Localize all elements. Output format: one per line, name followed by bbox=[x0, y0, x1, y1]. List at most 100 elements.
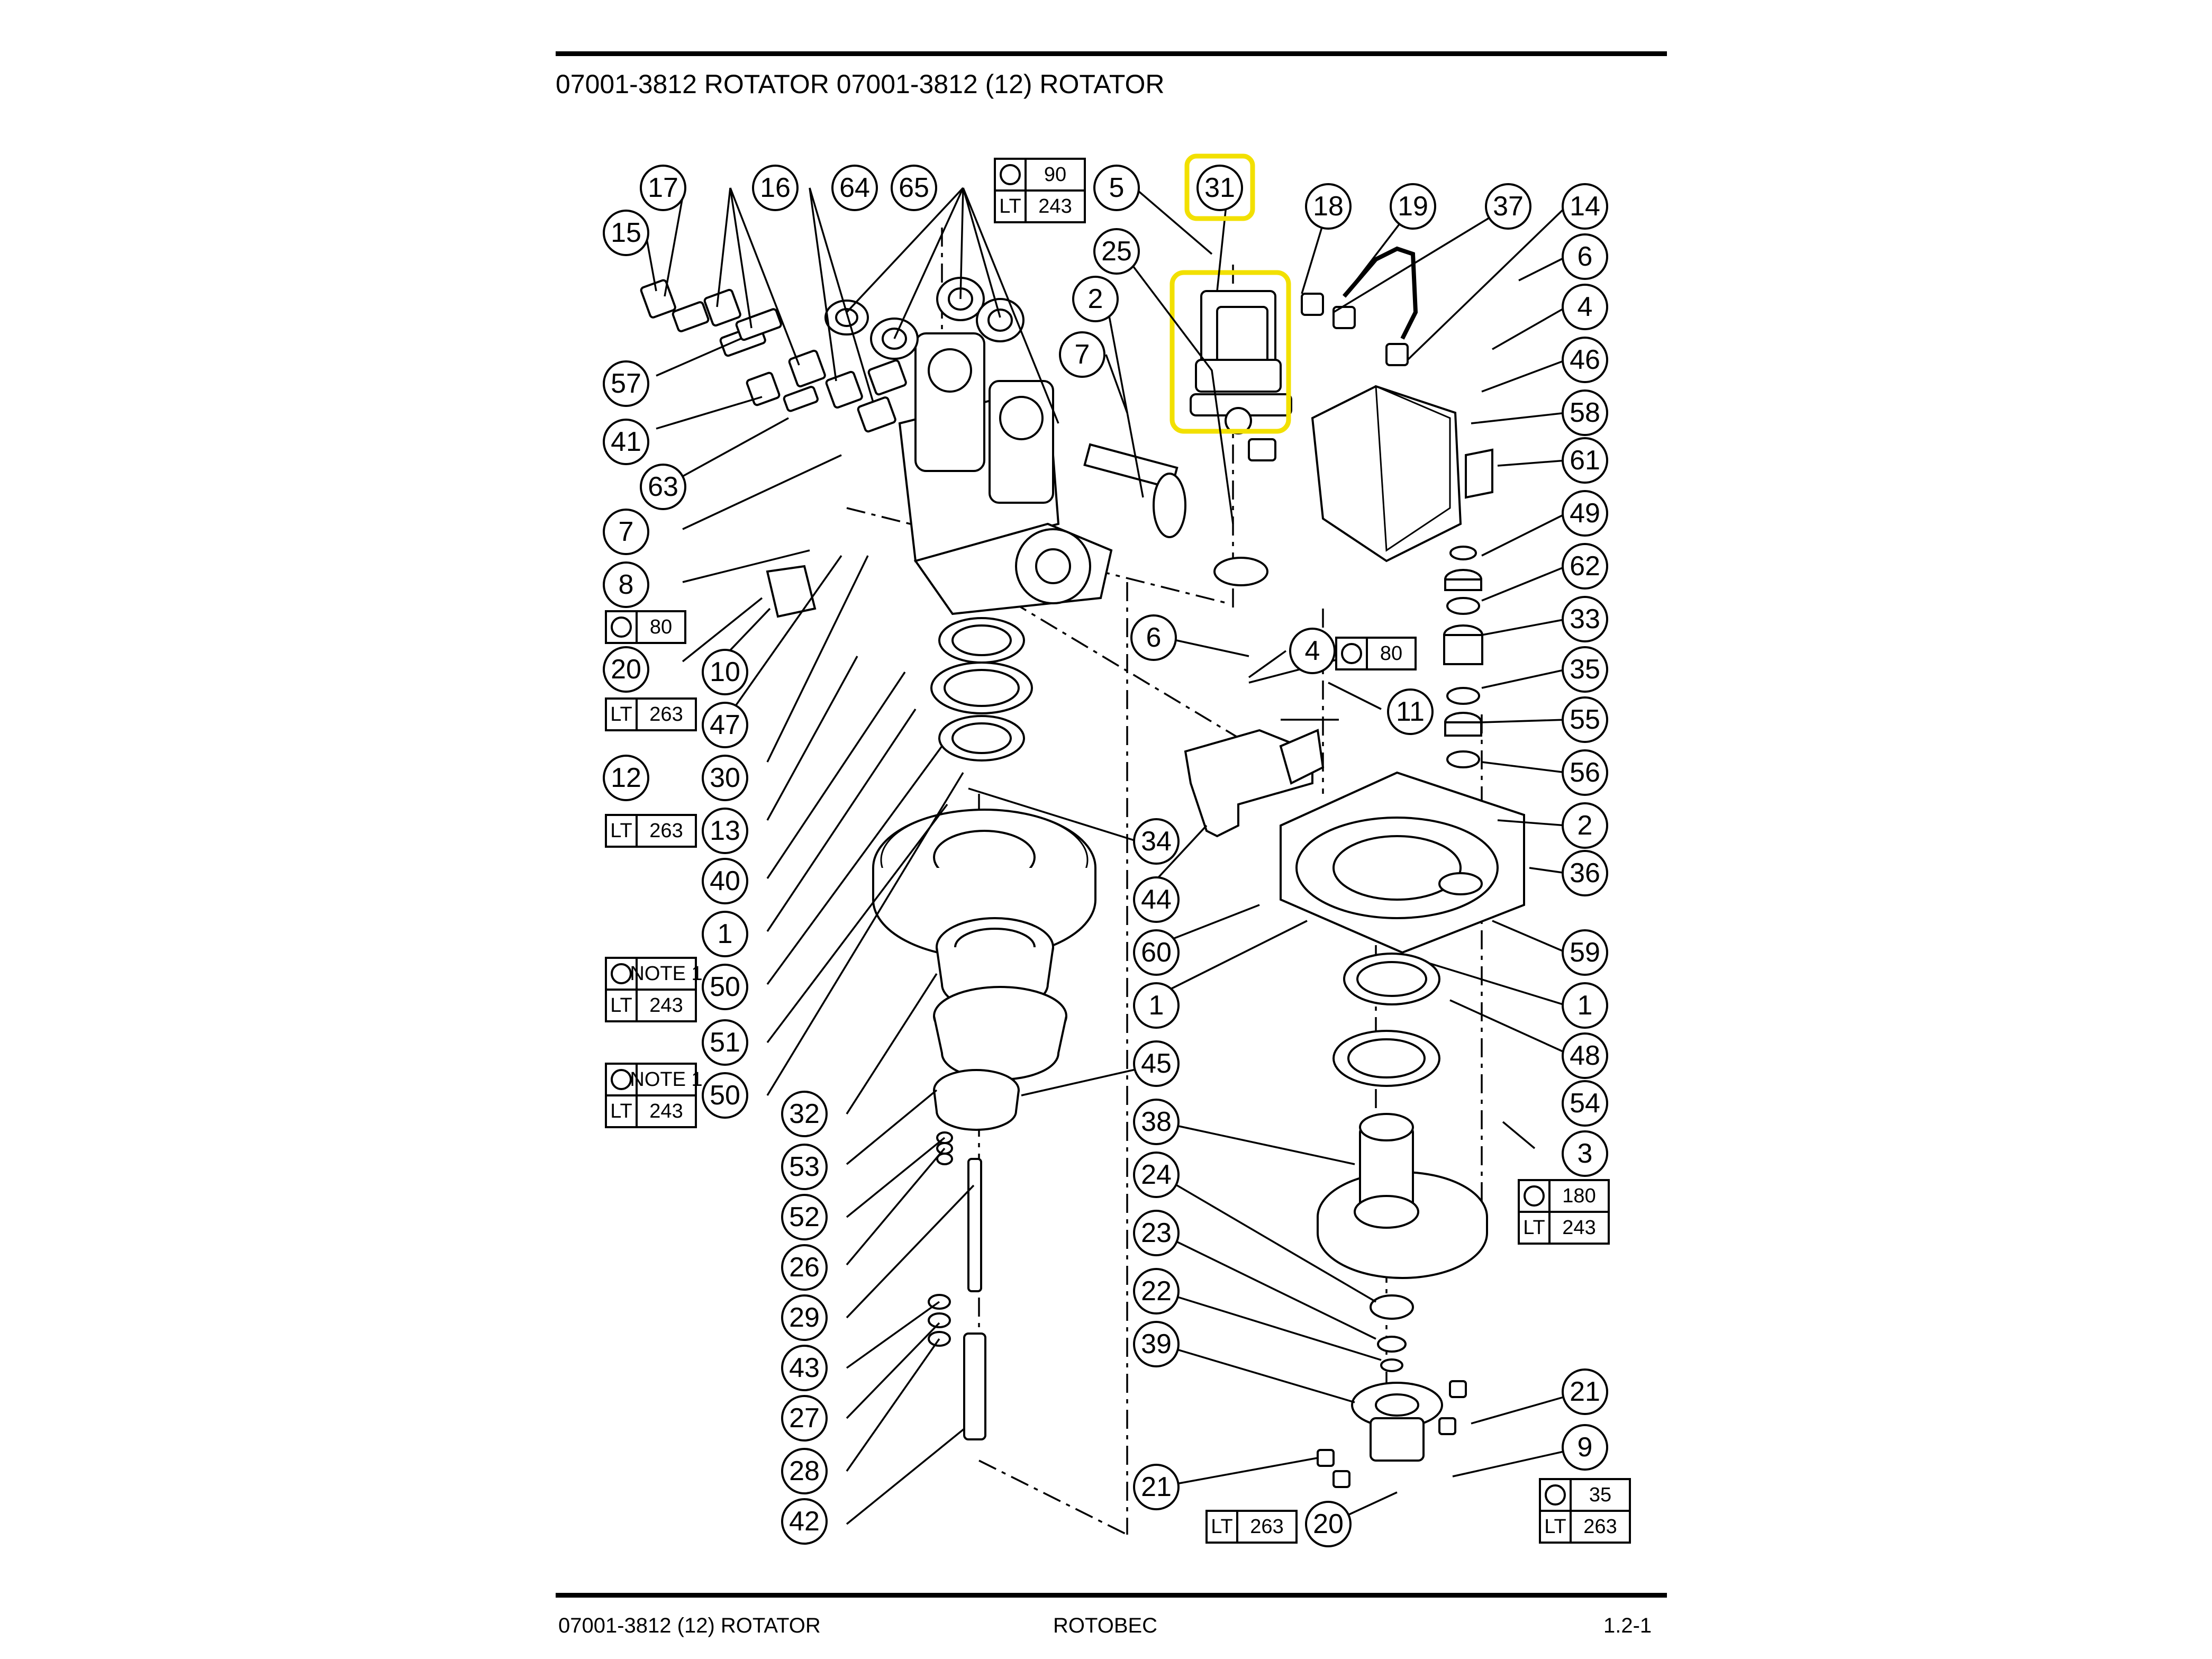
callout-label: 52 bbox=[789, 1202, 820, 1232]
pinion-stack bbox=[1443, 546, 1483, 768]
cover-plate bbox=[766, 565, 817, 618]
callout-label: 64 bbox=[839, 173, 870, 203]
callout-label: 30 bbox=[710, 763, 740, 793]
callout-7: 7 bbox=[1059, 331, 1105, 378]
callout-circle bbox=[781, 1244, 828, 1291]
callout-circle bbox=[781, 1091, 828, 1137]
callout-circle bbox=[603, 419, 649, 465]
callout-circle bbox=[1562, 337, 1608, 383]
torque-value: NOTE 1 bbox=[630, 963, 702, 985]
callout-label: 51 bbox=[710, 1027, 740, 1058]
callout-26: 26 bbox=[781, 1244, 828, 1291]
callout-circle bbox=[1562, 646, 1608, 693]
callout-15: 15 bbox=[603, 210, 649, 256]
loctite-label: LT bbox=[610, 1100, 632, 1122]
callout-circle bbox=[1133, 818, 1180, 865]
motor-highlight-box bbox=[1170, 270, 1291, 434]
callout-label: 47 bbox=[710, 710, 740, 740]
callout-circle bbox=[702, 755, 748, 801]
callout-circle bbox=[1133, 929, 1180, 976]
callout-label: 44 bbox=[1141, 884, 1172, 915]
callout-4: 4 bbox=[1562, 284, 1608, 330]
callout-circle bbox=[1485, 183, 1531, 230]
callout-30: 30 bbox=[702, 755, 748, 801]
callout-label: 7 bbox=[619, 516, 634, 547]
callout-circle bbox=[781, 1194, 828, 1240]
tapered-bearing bbox=[933, 917, 1067, 1131]
callout-label: 3 bbox=[1578, 1138, 1593, 1169]
callout-label: 21 bbox=[1570, 1376, 1600, 1407]
callout-circle bbox=[781, 1345, 828, 1391]
loctite-grade: 243 bbox=[1562, 1217, 1595, 1239]
callout-41: 41 bbox=[603, 419, 649, 465]
callout-1: 1 bbox=[1562, 982, 1608, 1029]
callout-label: 1 bbox=[1149, 990, 1164, 1021]
callout-circle bbox=[1390, 183, 1436, 230]
callout-circle bbox=[702, 649, 748, 695]
callout-circle bbox=[702, 964, 748, 1010]
callout-54: 54 bbox=[1562, 1080, 1608, 1127]
callout-43: 43 bbox=[781, 1345, 828, 1391]
callout-7: 7 bbox=[603, 509, 649, 555]
callout-48: 48 bbox=[1562, 1032, 1608, 1079]
callout-label: 21 bbox=[1141, 1472, 1172, 1502]
callout-label: 37 bbox=[1493, 191, 1524, 222]
callout-11: 11 bbox=[1387, 688, 1434, 735]
callout-61: 61 bbox=[1562, 437, 1608, 484]
callout-circle bbox=[702, 808, 748, 854]
callout-circle bbox=[702, 911, 748, 957]
shafts bbox=[928, 1131, 986, 1440]
callout-label: 6 bbox=[1146, 622, 1162, 653]
callout-circle bbox=[1562, 437, 1608, 484]
callout-5: 5 bbox=[1093, 165, 1140, 211]
loctite-grade: 263 bbox=[649, 703, 683, 726]
callout-label: 20 bbox=[611, 654, 641, 685]
hydraulic-motor bbox=[1190, 290, 1292, 461]
torque-wrench-icon bbox=[611, 1069, 632, 1090]
callout-label: 24 bbox=[1141, 1159, 1172, 1190]
callout-3: 3 bbox=[1562, 1130, 1608, 1177]
seals-top bbox=[824, 277, 1025, 360]
page-title: 07001-3812 ROTATOR 07001-3812 (12) ROTAT… bbox=[556, 69, 1165, 99]
callout-50: 50 bbox=[702, 1072, 748, 1119]
callout-circle bbox=[781, 1395, 828, 1442]
callout-circle bbox=[752, 165, 799, 211]
spec-box-torque-80-left: 80 bbox=[605, 610, 686, 644]
callout-46: 46 bbox=[1562, 337, 1608, 383]
callout-19: 19 bbox=[1390, 183, 1436, 230]
callout-20: 20 bbox=[1305, 1501, 1352, 1547]
callout-circle bbox=[781, 1498, 828, 1545]
callout-label: 11 bbox=[1396, 696, 1425, 727]
callout-circle bbox=[891, 165, 937, 211]
callout-circle bbox=[1133, 876, 1180, 923]
callout-circle bbox=[702, 702, 748, 748]
callout-label: 50 bbox=[710, 972, 740, 1002]
callout-20: 20 bbox=[603, 646, 649, 693]
hub bbox=[1317, 1113, 1488, 1279]
callout-label: 2 bbox=[1578, 810, 1593, 841]
callout-circle bbox=[640, 464, 686, 510]
callout-40: 40 bbox=[702, 858, 748, 904]
callout-circle bbox=[1133, 1268, 1180, 1314]
callout-circle bbox=[1093, 165, 1140, 211]
callout-label: 9 bbox=[1578, 1432, 1593, 1463]
callout-label: 43 bbox=[789, 1353, 820, 1383]
callout-label: 17 bbox=[648, 173, 678, 203]
callout-42: 42 bbox=[781, 1498, 828, 1545]
callout-35: 35 bbox=[1562, 646, 1608, 693]
torque-value: 35 bbox=[1589, 1484, 1611, 1506]
spec-box-torque-80-right: 80 bbox=[1335, 637, 1417, 670]
torque-wrench-icon bbox=[1524, 1185, 1545, 1207]
loctite-label: LT bbox=[610, 703, 632, 726]
callout-label: 14 bbox=[1570, 191, 1600, 222]
callout-23: 23 bbox=[1133, 1210, 1180, 1256]
loctite-label: LT bbox=[1544, 1516, 1566, 1538]
callout-label: 59 bbox=[1570, 937, 1600, 968]
callout-label: 4 bbox=[1305, 636, 1320, 666]
header-rule bbox=[556, 51, 1667, 56]
callout-label: 36 bbox=[1570, 858, 1600, 889]
callout-circle bbox=[1562, 696, 1608, 743]
callout-label: 38 bbox=[1141, 1107, 1172, 1137]
